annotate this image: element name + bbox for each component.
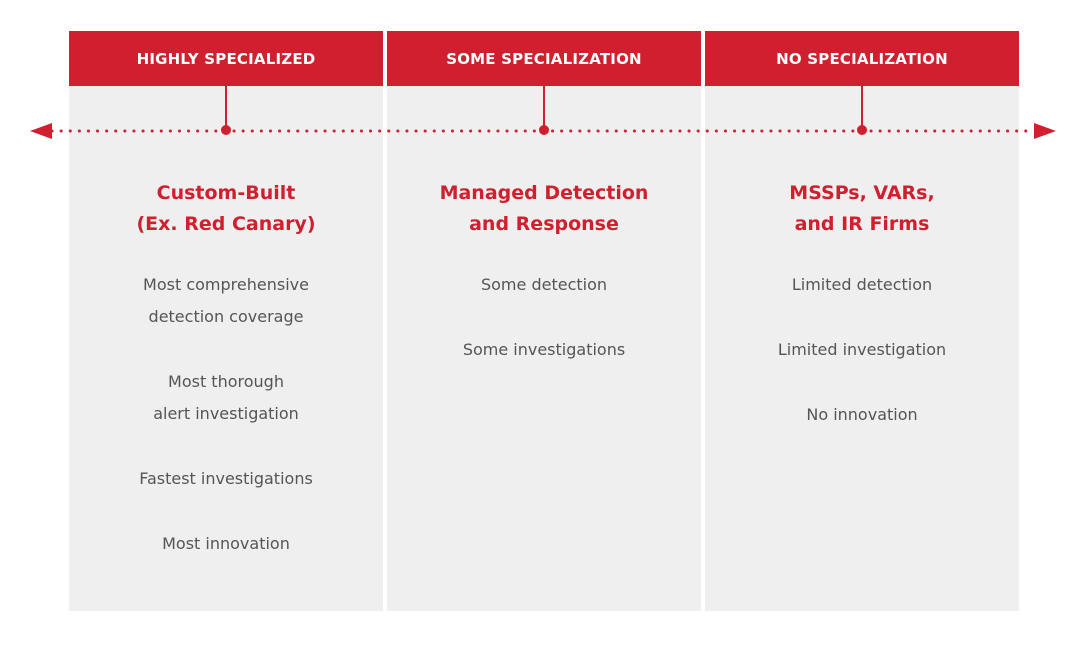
specialization-spectrum-arrow [30,123,1056,139]
column-some-specialization: SOME SPECIALIZATION Managed Detection an… [387,31,701,611]
column-header: SOME SPECIALIZATION [387,31,701,86]
connector-line [225,86,227,130]
feature-item: Most comprehensive detection coverage [143,275,309,326]
column-no-specialization: NO SPECIALIZATION MSSPs, VARs, and IR Fi… [705,31,1019,611]
column-header: HIGHLY SPECIALIZED [69,31,383,86]
feature-item: Some investigations [462,340,626,359]
arrow-left-icon [30,123,52,139]
column-title: Custom-Built (Ex. Red Canary) [136,182,316,235]
feature-item: Most innovation [162,534,290,553]
feature-item: No innovation [806,405,918,424]
feature-list: Some detection Some investigations [397,269,691,399]
column-header-label: SOME SPECIALIZATION [446,49,642,68]
feature-list: Limited detection Limited investigation … [715,269,1009,464]
connector-line [861,86,863,130]
column-header-label: NO SPECIALIZATION [776,49,948,68]
connector-line [543,86,545,130]
column-highly-specialized: HIGHLY SPECIALIZED Custom-Built (Ex. Red… [69,31,383,611]
column-title: MSSPs, VARs, and IR Firms [789,182,935,235]
feature-item: Most thorough alert investigation [153,372,299,423]
feature-item: Limited detection [791,275,933,294]
column-header: NO SPECIALIZATION [705,31,1019,86]
feature-list: Most comprehensive detection coverage Mo… [79,269,373,593]
feature-item: Fastest investigations [139,469,313,488]
feature-item: Limited investigation [777,340,947,359]
column-title: Managed Detection and Response [439,182,649,235]
arrow-right-icon [1034,123,1056,139]
feature-item: Some detection [480,275,608,294]
column-header-label: HIGHLY SPECIALIZED [136,49,316,68]
